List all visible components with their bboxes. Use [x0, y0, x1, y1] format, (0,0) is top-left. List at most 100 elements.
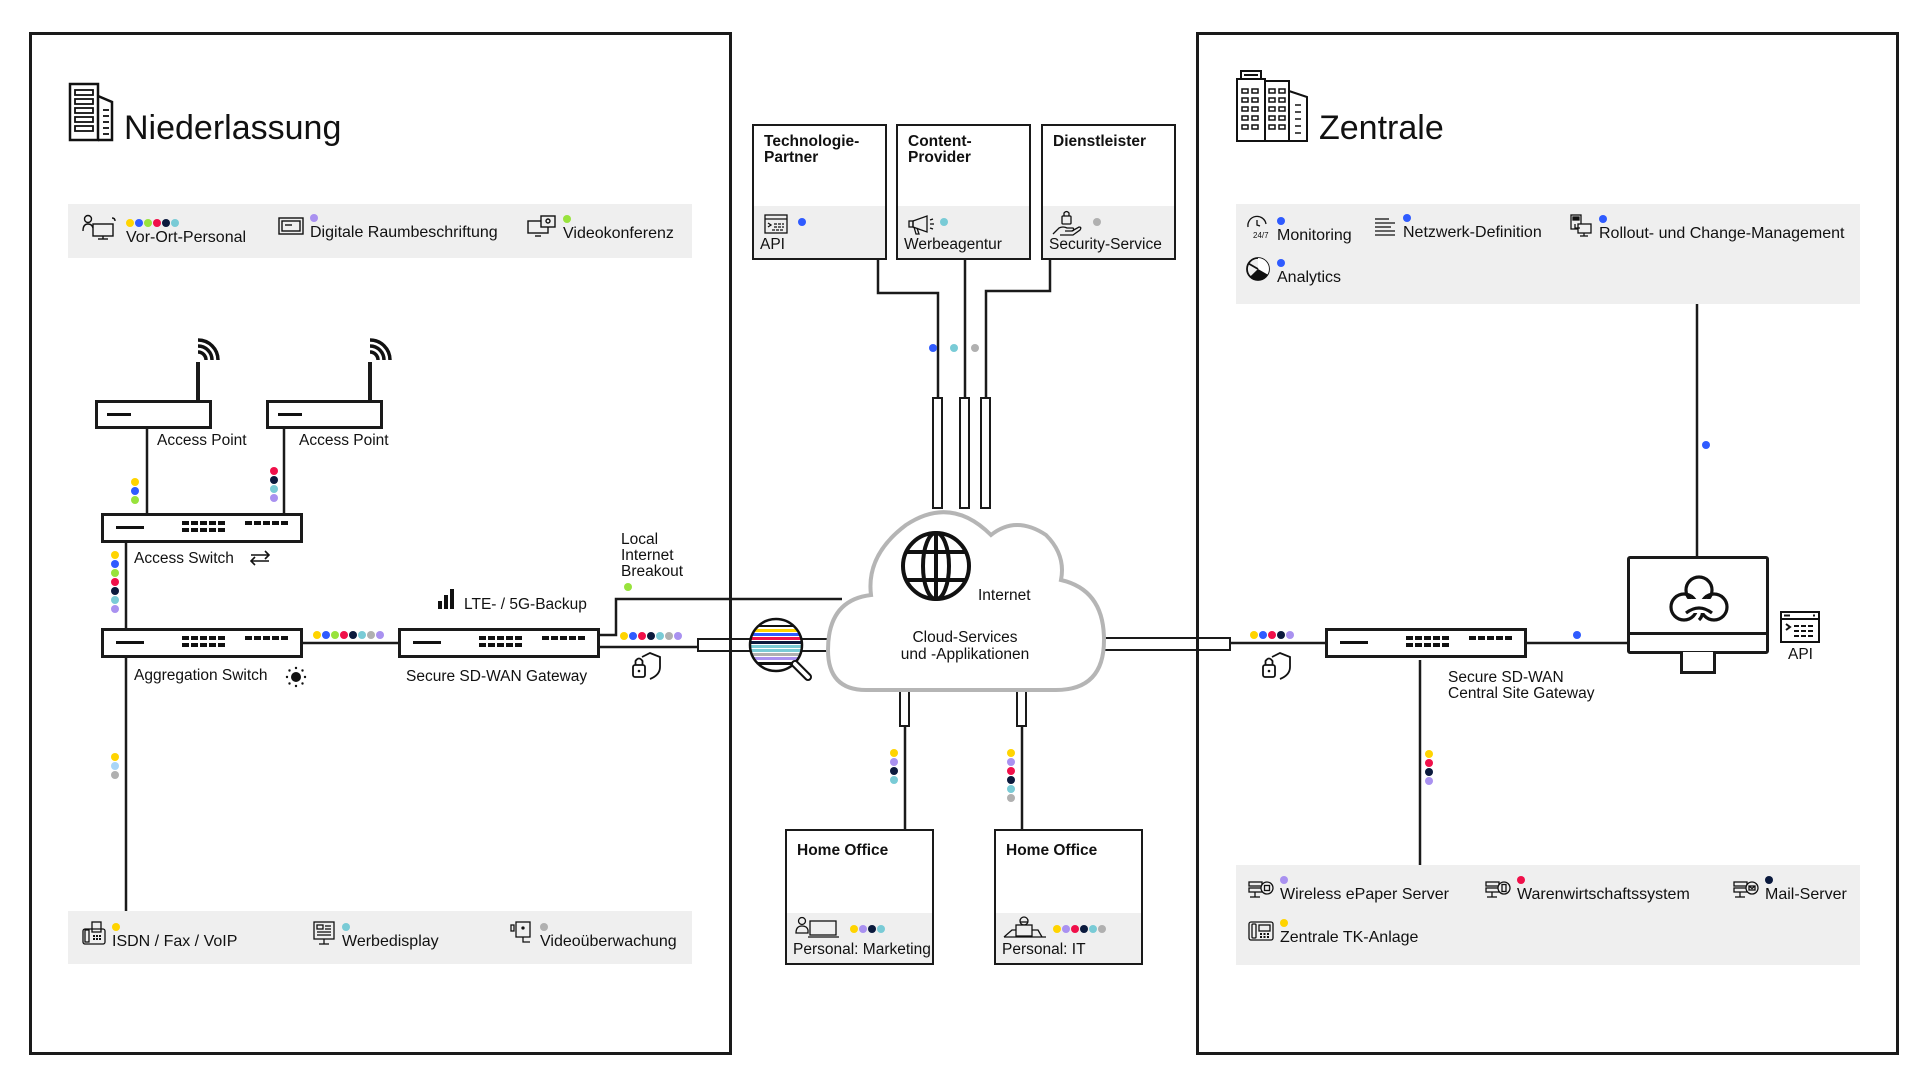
home-office-person-label: Personal: Marketing: [793, 941, 931, 958]
traffic-dot-blue: [1702, 441, 1710, 449]
lte-backup-label: LTE- / 5G-Backup: [464, 596, 587, 613]
service-analytics[interactable]: Analytics: [1245, 256, 1341, 287]
traffic-dots: [540, 923, 677, 931]
service-videokonferenz[interactable]: Videokonferenz: [527, 214, 674, 243]
sdwan-gateway-label: Secure SD-WAN Gateway: [406, 668, 588, 685]
port: [1442, 636, 1449, 640]
zentrale-top-services-panel: [1236, 204, 1860, 304]
traffic-dot-navy: [647, 632, 655, 640]
central-site-gateway[interactable]: [1325, 628, 1527, 658]
port: [200, 521, 207, 525]
port: [218, 636, 225, 640]
server-erp-icon: [1485, 879, 1511, 904]
text-lines-icon: [1373, 215, 1397, 242]
port: [1505, 636, 1512, 640]
service-label: Netzwerk-Definition: [1403, 224, 1542, 241]
traffic-dot-red: [1007, 767, 1015, 775]
svg-text:24/7: 24/7: [1253, 231, 1269, 240]
service-label: Wireless ePaper Server: [1280, 886, 1449, 903]
office-building-icon: [68, 82, 114, 147]
aggregation-switch[interactable]: [101, 628, 303, 658]
partner-dienstleister[interactable]: Dienstleister Security-Service: [1041, 124, 1176, 260]
traffic-dot-teal: [950, 344, 958, 352]
port: [1478, 636, 1485, 640]
sdwan-gateway[interactable]: [398, 628, 600, 658]
port: [182, 636, 189, 640]
home-office-heading: Home Office: [1006, 842, 1098, 859]
access-point-device: [266, 400, 383, 429]
service-digitale-raumbeschriftung[interactable]: Digitale Raumbeschriftung: [278, 214, 498, 242]
service-netzwerk-definition[interactable]: Netzwerk-Definition: [1373, 214, 1542, 242]
partner-footer: Security-Service: [1043, 206, 1174, 258]
partner-heading: Content-Provider: [908, 133, 972, 166]
port: [1415, 636, 1422, 640]
service-label: Videoüberwachung: [540, 933, 677, 950]
partner-service-label: API: [760, 236, 785, 253]
home-office-marketing[interactable]: Home Office Personal: Marketing: [785, 829, 934, 965]
port: [272, 636, 279, 640]
traffic-dots: [1403, 214, 1542, 222]
traffic-dot-lavender: [1425, 777, 1433, 785]
traffic-dot-teal: [342, 923, 350, 931]
port: [200, 528, 207, 532]
partner-service-label: Werbeagentur: [904, 236, 1002, 253]
traffic-dots: [1765, 876, 1847, 884]
service-werbedisplay[interactable]: Werbedisplay: [312, 920, 439, 951]
traffic-dot-yellow: [313, 631, 321, 639]
traffic-dot-red: [1425, 759, 1433, 767]
traffic-dot-grey: [1098, 925, 1106, 933]
breakout-line: Local: [621, 531, 659, 548]
traffic-dot-blue: [131, 487, 139, 495]
zentrale-region: [1196, 32, 1899, 1055]
status-bar: [116, 526, 144, 529]
gateway-label-line: Central Site Gateway: [1448, 685, 1595, 702]
traffic-dots: [1093, 218, 1101, 226]
fax-phone-icon: [82, 920, 106, 951]
access-point-label: Access Point: [299, 432, 389, 449]
service-vor-ort-personal[interactable]: Vor-Ort-Personal: [82, 214, 246, 247]
service-wireless-epaper-server[interactable]: Wireless ePaper Server: [1248, 876, 1449, 904]
antenna: [196, 362, 200, 404]
zentrale-bottom-services-panel: [1236, 865, 1860, 965]
link-partner1: [876, 260, 940, 398]
partner-content-provider[interactable]: Content-Provider Werbeagentur: [896, 124, 1031, 260]
cloud-label-line: Cloud-Services: [912, 629, 1018, 646]
service-zentrale-tk-anlage[interactable]: Zentrale TK-Anlage: [1248, 919, 1418, 947]
service-warenwirtschaftssystem[interactable]: Warenwirtschaftssystem: [1485, 876, 1690, 904]
link-dots-orchestrator-services: [1702, 441, 1710, 449]
traffic-dots: [1280, 876, 1449, 884]
aggregation-switch-label: Aggregation Switch: [134, 667, 268, 684]
switch-ports: [479, 636, 522, 647]
pipe-partner1: [932, 397, 943, 509]
security-camera-icon: [510, 920, 534, 951]
orchestrator-monitor[interactable]: [1627, 556, 1769, 654]
traffic-dot-navy: [111, 587, 119, 595]
service-label: Werbedisplay: [342, 933, 439, 950]
service-isdn-fax-voip[interactable]: ISDN / Fax / VoIP: [82, 920, 237, 951]
traffic-dot-teal: [270, 485, 278, 493]
traffic-dot-teal: [877, 925, 885, 933]
monitor-stand: [1680, 652, 1716, 674]
link-partner3: [984, 260, 1052, 398]
access-switch-label: Access Switch: [134, 550, 234, 567]
access-switch[interactable]: [101, 513, 303, 543]
breakout-line: Breakout: [621, 563, 684, 580]
traffic-dot-navy: [1765, 876, 1773, 884]
service-monitoring[interactable]: 24/7 Monitoring: [1245, 214, 1352, 245]
port: [1406, 643, 1413, 647]
traffic-dots: [112, 923, 237, 931]
service-mail-server[interactable]: Mail-Server: [1733, 876, 1847, 904]
port: [281, 636, 288, 640]
service-rollout-change-management[interactable]: Rollout- und Change-Management: [1569, 214, 1844, 243]
home-office-it[interactable]: Home Office Personal: IT: [994, 829, 1143, 965]
orchestrator-api-label: API: [1788, 646, 1813, 663]
service-videoueberwachung[interactable]: Videoüberwachung: [510, 920, 677, 951]
traffic-dot-grey: [540, 923, 548, 931]
port: [209, 521, 216, 525]
traffic-dot-lavender: [1062, 925, 1070, 933]
port: [1496, 636, 1503, 640]
partner-technologie[interactable]: Technologie-Partner API: [752, 124, 887, 260]
service-label: Monitoring: [1277, 227, 1352, 244]
access-point-device: [95, 400, 212, 429]
port: [497, 643, 504, 647]
